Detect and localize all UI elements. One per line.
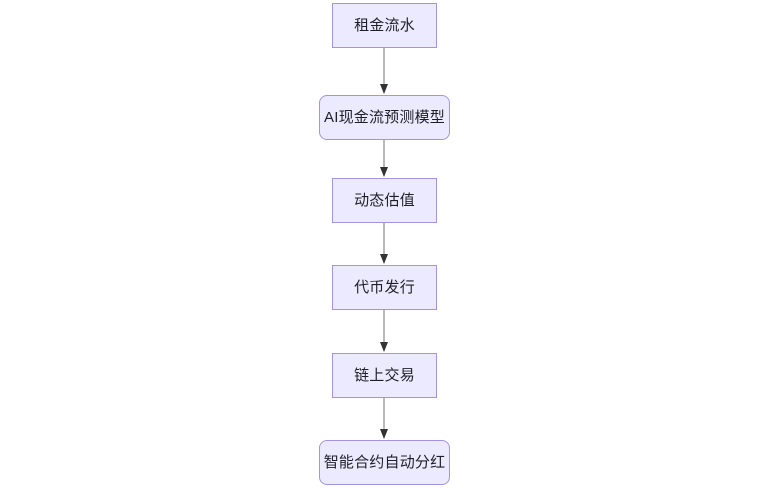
flow-node-onchain-trading[interactable]: 链上交易 [332, 353, 437, 398]
flow-node-label: AI现金流预测模型 [324, 109, 445, 126]
flow-node-ai-cashflow-model[interactable]: AI现金流预测模型 [319, 95, 450, 140]
flow-node-label: 动态估值 [354, 192, 415, 209]
flow-node-label: 链上交易 [354, 367, 415, 384]
flow-node-dynamic-valuation[interactable]: 动态估值 [332, 178, 437, 223]
flow-node-token-issuance[interactable]: 代币发行 [332, 265, 437, 310]
flow-node-label: 租金流水 [354, 17, 415, 34]
flow-node-label: 代币发行 [354, 279, 415, 296]
flow-node-smart-contract-dividend[interactable]: 智能合约自动分红 [319, 440, 450, 485]
flow-node-rent-cashflow[interactable]: 租金流水 [332, 3, 437, 48]
flow-node-label: 智能合约自动分红 [323, 454, 446, 471]
